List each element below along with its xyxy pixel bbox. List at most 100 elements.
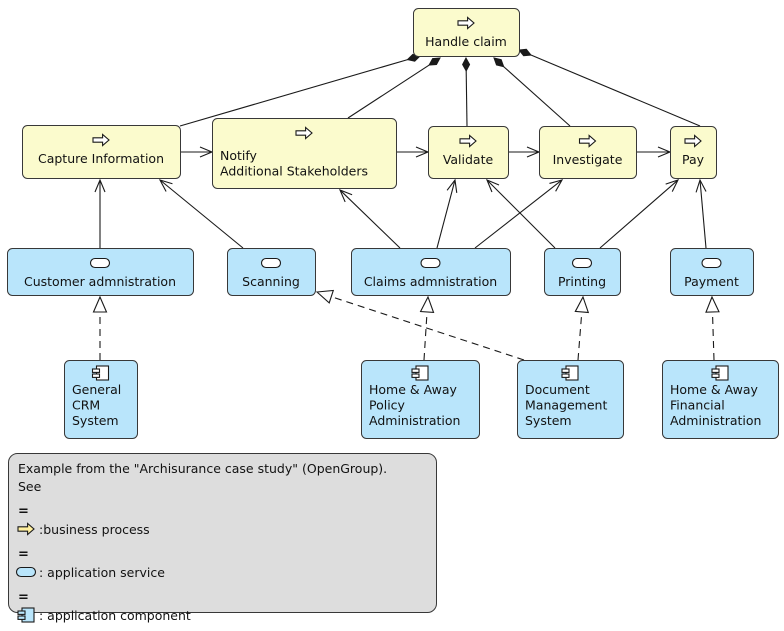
node-label: Claims admnistration [364,274,497,289]
node-label: Policy [369,398,406,413]
component-icon [91,365,110,381]
arrow-head-icon [158,179,173,192]
component-icon [411,365,429,381]
arrow-head-icon [94,178,106,193]
edge-validate-to-investigate [508,146,541,158]
legend-entry-label: : application service [39,565,165,580]
legend-entry-label: : application component [39,608,191,623]
legend-separator: = [18,590,29,605]
realization-triangle-icon [92,295,108,313]
node-validate[interactable]: Validate [428,126,509,179]
node-body[interactable] [351,248,511,296]
edge-general-crm-system-to-customer-administration [92,295,108,360]
process-arrow-icon [295,126,313,140]
node-label: Notify [220,148,258,163]
process-arrow-icon [457,16,475,30]
edge-line [474,180,562,249]
edge-pay-to-handle-claim [518,48,701,127]
edge-line [711,310,715,361]
process-arrow-icon [17,522,35,536]
node-label: Payment [684,274,739,289]
edge-line [699,180,707,249]
edge-validate-to-handle-claim [462,56,471,127]
arrow-head-icon [338,189,353,203]
composition-diamond-icon [428,57,441,66]
node-label: Customer admnistration [24,274,176,289]
node-label: System [72,413,119,428]
realization-triangle-icon [315,289,335,304]
node-handle-claim[interactable]: Handle claim [413,8,520,57]
node-label: Validate [443,152,494,167]
node-body[interactable] [517,360,624,439]
arrow-head-icon [665,179,680,192]
edge-notify-additional-stakeholders-to-handle-claim [347,57,441,119]
node-claims-administration[interactable]: Claims admnistration [351,248,511,296]
edge-line [160,180,244,249]
edge-line [436,180,456,249]
node-body[interactable] [212,118,397,189]
node-customer-administration[interactable]: Customer admnistration [7,248,194,296]
service-oval-icon [260,257,282,269]
node-scanning[interactable]: Scanning [227,248,316,296]
node-label: Capture Information [38,151,164,166]
node-body[interactable] [662,360,779,439]
legend-note-line: See [18,479,42,494]
node-body[interactable] [361,360,480,439]
node-label: Home & Away [670,382,759,397]
node-label: CRM [72,398,100,413]
node-body[interactable] [544,248,621,296]
process-arrow-icon [92,133,110,147]
node-label: Administration [670,413,761,428]
edge-line [502,65,571,127]
node-body[interactable] [227,248,316,296]
node-label: Printing [558,274,606,289]
node-label: Scanning [242,274,300,289]
node-pay[interactable]: Pay [670,126,717,179]
node-body[interactable] [64,360,138,439]
node-label: Investigate [553,152,623,167]
node-body[interactable] [670,126,717,179]
service-oval-icon [420,257,441,269]
node-body[interactable] [428,126,509,179]
legend-separator: = [18,547,29,562]
edge-printing-to-pay [599,179,680,249]
edge-claims-administration-to-validate [436,178,458,249]
node-label: Management [525,398,607,413]
legend-note-line: Example from the "Archisurance case stud… [18,461,387,476]
node-label: Home & Away [369,382,458,397]
node-label: Handle claim [425,34,507,49]
edge-customer-administration-to-capture-information [94,178,106,248]
component-icon [711,365,729,381]
node-payment[interactable]: Payment [670,248,754,296]
edge-line [465,69,468,127]
composition-diamond-icon [518,48,532,57]
node-label: Additional Stakeholders [220,164,368,179]
edge-line [577,310,583,361]
node-label: Financial [670,398,725,413]
node-body[interactable] [7,248,194,296]
edge-line [529,54,701,127]
node-body[interactable] [539,126,637,179]
node-body[interactable] [670,248,754,296]
component-icon [561,365,579,381]
legend-business-process: :business process [17,522,150,537]
edge-document-management-system-to-printing [574,295,590,361]
edge-capture-information-to-handle-claim [179,53,422,127]
node-body[interactable] [413,8,520,57]
node-capture-information[interactable]: Capture Information [22,125,181,179]
edge-investigate-to-handle-claim [493,57,571,127]
edge-home-away-financial-administration-to-payment [705,295,720,361]
edge-home-away-policy-administration-to-claims-administration [419,295,435,361]
service-oval-icon [701,257,722,269]
node-body[interactable] [22,125,181,179]
process-arrow-icon [459,134,477,148]
node-printing[interactable]: Printing [544,248,621,296]
node-investigate[interactable]: Investigate [539,126,637,179]
realization-triangle-icon [419,295,435,313]
